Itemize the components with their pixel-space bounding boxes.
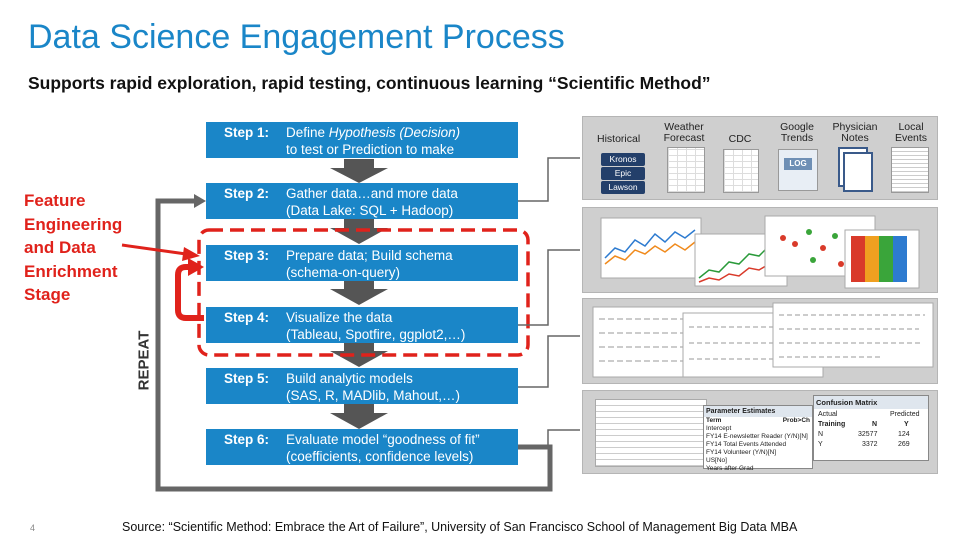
- equations-panel: [582, 298, 938, 384]
- model-output-thumbnail: [595, 399, 707, 467]
- step-6-box: Step 6: Evaluate model “goodness of fit”…: [206, 429, 518, 465]
- step-detail: (SAS, R, MADlib, Mahout,…): [286, 388, 461, 403]
- page-subtitle: Supports rapid exploration, rapid testin…: [28, 73, 711, 93]
- step-number: Step 2:: [224, 186, 270, 201]
- term-header: Term: [706, 417, 722, 424]
- document-icon: [891, 147, 929, 193]
- step-1-box: Step 1: Define Hypothesis (Decision) to …: [206, 122, 518, 158]
- down-arrow: [330, 342, 388, 367]
- col-n-header: N: [872, 421, 878, 428]
- lawson-tag: Lawson: [601, 181, 645, 194]
- model-output-panel: Parameter Estimates Term Prob>Ch Interce…: [582, 390, 938, 474]
- row-n-label: N: [818, 431, 824, 438]
- step-detail: (Tableau, Spotfire, ggplot2,…): [286, 327, 466, 342]
- actual-label: Actual: [818, 411, 838, 418]
- historical-label: Historical: [597, 133, 641, 145]
- log-icon: LOG: [778, 149, 818, 191]
- step-5-box: Step 5: Build analytic models (SAS, R, M…: [206, 368, 518, 404]
- down-arrow: [330, 281, 388, 305]
- confusion-matrix: Confusion Matrix Actual Predicted Traini…: [813, 395, 929, 461]
- notes-icon: [838, 147, 874, 193]
- step-detail: to test or Prediction to make: [286, 142, 455, 157]
- step-1-line1-text: Define: [286, 125, 329, 140]
- down-arrow: [330, 159, 388, 183]
- cell-yy: 269: [898, 441, 910, 448]
- step-number: Step 1:: [224, 125, 270, 140]
- parameter-estimates-table: Parameter Estimates Term Prob>Ch Interce…: [703, 405, 813, 472]
- enrichment-stage-box: [197, 228, 530, 357]
- log-badge: LOG: [784, 158, 812, 170]
- visualization-thumbnails: [600, 215, 920, 289]
- row-y-label: Y: [818, 441, 823, 448]
- step-4-box: Step 4: Visualize the data (Tableau, Spo…: [206, 307, 518, 343]
- step-detail: (Data Lake: SQL + Hadoop): [286, 203, 454, 218]
- page-title: Data Science Engagement Process: [28, 18, 565, 56]
- step-title: Visualize the data: [286, 310, 393, 325]
- step-1-hypothesis-text: Hypothesis (Decision): [328, 125, 461, 140]
- source-citation: Source: “Scientific Method: Embrace the …: [122, 520, 798, 534]
- confusion-matrix-title: Confusion Matrix: [814, 396, 928, 409]
- col-y-header: Y: [904, 421, 909, 428]
- step-2-box: Step 2: Gather data…and more data (Data …: [206, 183, 518, 219]
- parameter-row: FY14 Volunteer (Y/N)[N]: [706, 449, 777, 456]
- feature-pointer-arrow: [182, 247, 200, 261]
- step-number: Step 5:: [224, 371, 270, 386]
- down-arrow: [330, 404, 388, 429]
- parameter-estimates-title: Parameter Estimates: [704, 406, 812, 417]
- spreadsheet-icon: [723, 149, 759, 193]
- cdc-label: CDC: [728, 133, 752, 145]
- epic-tag: Epic: [601, 167, 645, 180]
- repeat-label: REPEAT: [135, 330, 153, 391]
- step-title: Evaluate model “goodness of fit”: [286, 432, 480, 447]
- predicted-label: Predicted: [890, 411, 920, 418]
- cell-nn: 32577: [858, 431, 878, 438]
- equations-thumbnails: [592, 302, 934, 378]
- page-number: 4: [30, 523, 36, 533]
- spreadsheet-icon: [667, 147, 705, 193]
- step-title: Prepare data; Build schema: [286, 248, 453, 263]
- parameter-row: US[No]: [706, 457, 727, 464]
- step-number: Step 6:: [224, 432, 270, 447]
- step-3-box: Step 3: Prepare data; Build schema (sche…: [206, 245, 518, 281]
- feedback-loop-arrow: [175, 264, 204, 321]
- step-number: Step 4:: [224, 310, 270, 325]
- step-detail: (schema-on-query): [286, 265, 401, 280]
- visualization-panel: [582, 207, 938, 293]
- feature-engineering-label: Feature Engineering and Data Enrichment …: [24, 191, 123, 304]
- step-title: Build analytic models: [286, 371, 413, 386]
- cell-ny: 124: [898, 431, 910, 438]
- kronos-tag: Kronos: [601, 153, 645, 166]
- prob-header: Prob>Ch: [782, 417, 810, 424]
- parameter-row: FY14 E-newsletter Reader (Y/N)[N]: [706, 433, 808, 440]
- parameter-row: FY14 Total Events Attended: [706, 441, 787, 448]
- training-label: Training: [818, 421, 846, 428]
- step-detail: (coefficients, confidence levels): [286, 449, 474, 464]
- step-number: Step 3:: [224, 248, 270, 263]
- parameter-row: Intercept: [706, 425, 732, 432]
- parameter-row: Years after Grad: [706, 465, 754, 472]
- step-title: Gather data…and more data: [286, 186, 458, 201]
- cell-yn: 3372: [862, 441, 878, 448]
